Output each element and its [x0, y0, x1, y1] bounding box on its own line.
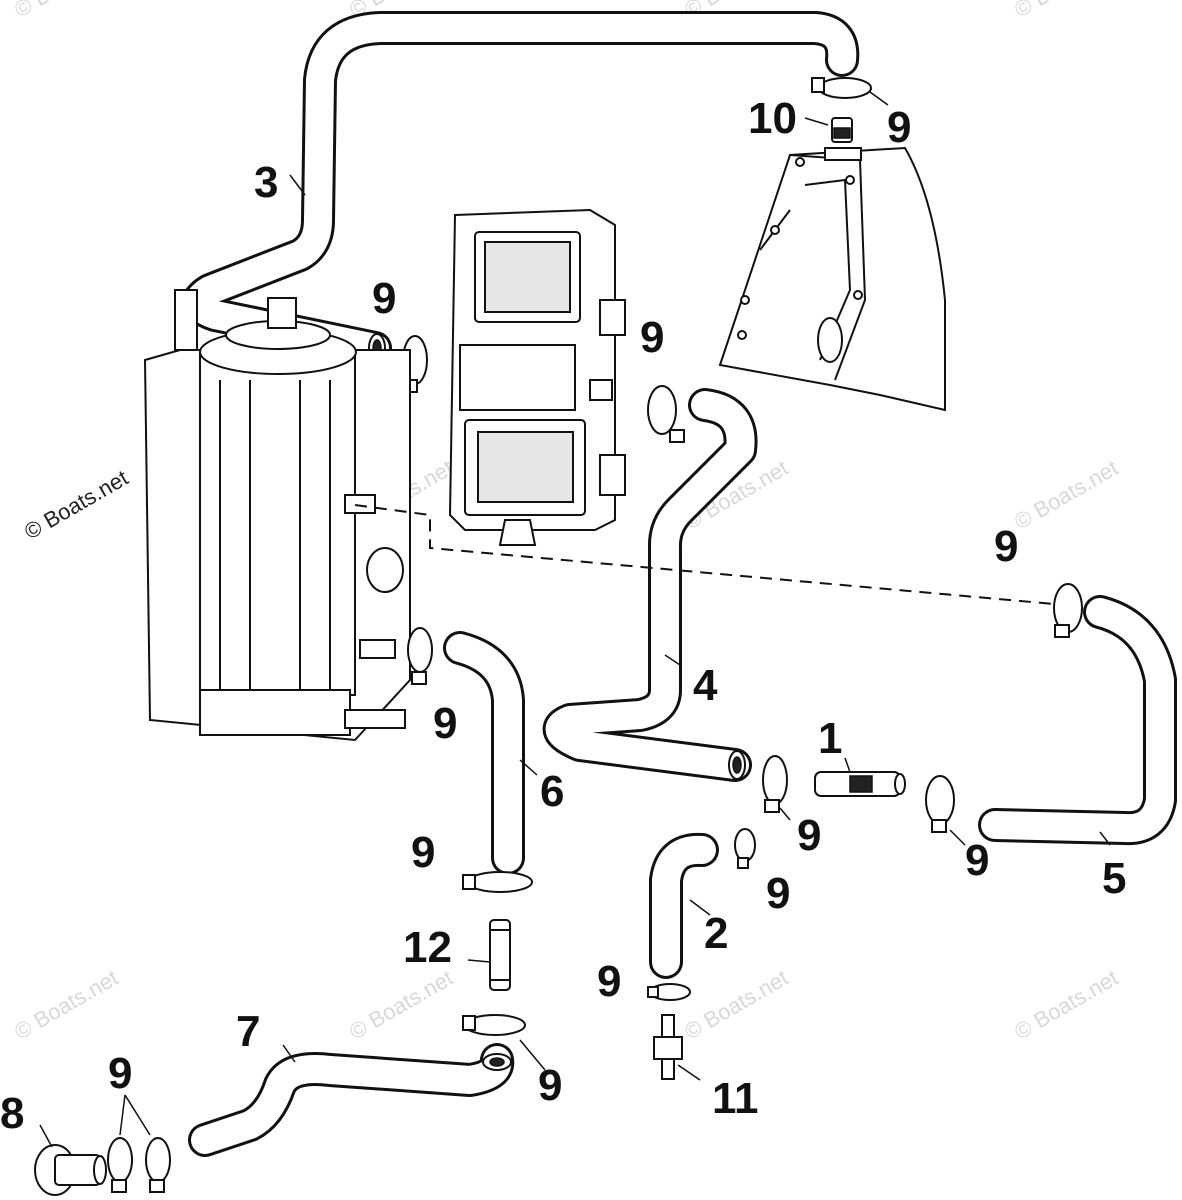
watermark: © Boats.net — [680, 965, 792, 1044]
watermark: © Boats.net — [10, 965, 122, 1044]
callout-12: 12 — [403, 923, 452, 972]
callout-6: 6 — [540, 767, 564, 816]
clamp-hose-6-bottom — [462, 871, 533, 893]
callout-5: 5 — [1102, 854, 1126, 903]
hose-6 — [443, 631, 525, 875]
hose-4 — [542, 388, 758, 782]
fitting-10 — [831, 117, 853, 143]
callout-9: 9 — [108, 1049, 132, 1098]
clamp-hose-2-top — [734, 828, 756, 869]
engine-block — [718, 146, 946, 412]
clamp-bottom-left-a — [107, 1137, 133, 1193]
callout-9: 9 — [597, 957, 621, 1006]
callout-9: 9 — [538, 1061, 562, 1110]
fitting-11 — [653, 1014, 683, 1080]
callout-1: 1 — [818, 714, 842, 763]
leader-lines — [39, 91, 1111, 1148]
callout-9: 9 — [887, 103, 911, 152]
clamp-bottom-left-b — [145, 1137, 171, 1193]
callout-9: 9 — [994, 522, 1018, 571]
callout-8: 8 — [0, 1089, 24, 1138]
callout-9: 9 — [965, 836, 989, 885]
callout-9: 9 — [411, 828, 435, 877]
clamp-hose-2-bottom — [647, 983, 691, 1001]
callout-4: 4 — [693, 661, 718, 710]
callout-3: 3 — [254, 158, 278, 207]
dashed-leader — [354, 504, 1066, 606]
callout-9: 9 — [766, 869, 790, 918]
callout-9: 9 — [640, 313, 664, 362]
callout-10: 10 — [748, 94, 797, 143]
watermark: © Boats.net — [1010, 0, 1122, 22]
watermark: © Boats.net — [345, 965, 457, 1044]
watermark-dark: © Boats.net — [20, 465, 132, 544]
callout-9: 9 — [797, 811, 821, 860]
hose-7 — [188, 1043, 515, 1157]
fuel-filter-assembly — [143, 289, 411, 742]
clamp-top — [811, 77, 872, 99]
callout-11: 11 — [712, 1074, 759, 1123]
control-module — [448, 208, 626, 546]
watermark: © Boats.net — [1010, 965, 1122, 1044]
clamp-module — [647, 385, 685, 443]
clamp-connector-right — [925, 775, 955, 833]
watermark: © Boats.net — [1010, 455, 1122, 534]
hose-2 — [649, 832, 719, 979]
callout-9: 9 — [372, 274, 396, 323]
clamp-connector-left — [762, 755, 788, 813]
callout-labels: 1 2 3 4 5 6 7 8 9 9 9 9 9 9 9 9 9 9 9 9 … — [0, 94, 1126, 1138]
callout-2: 2 — [704, 909, 728, 958]
hose-3 — [181, 11, 860, 365]
hose-5 — [978, 595, 1177, 846]
callout-7: 7 — [236, 1007, 260, 1056]
valve-8 — [34, 1144, 107, 1196]
clamp-hose-6-top — [407, 627, 433, 685]
watermark: © Boats.net — [10, 0, 122, 22]
callout-9: 9 — [433, 699, 457, 748]
connector-12 — [489, 919, 511, 991]
clamp-right — [1053, 583, 1083, 638]
clamp-under-12 — [462, 1014, 526, 1036]
connector-1 — [814, 771, 906, 797]
